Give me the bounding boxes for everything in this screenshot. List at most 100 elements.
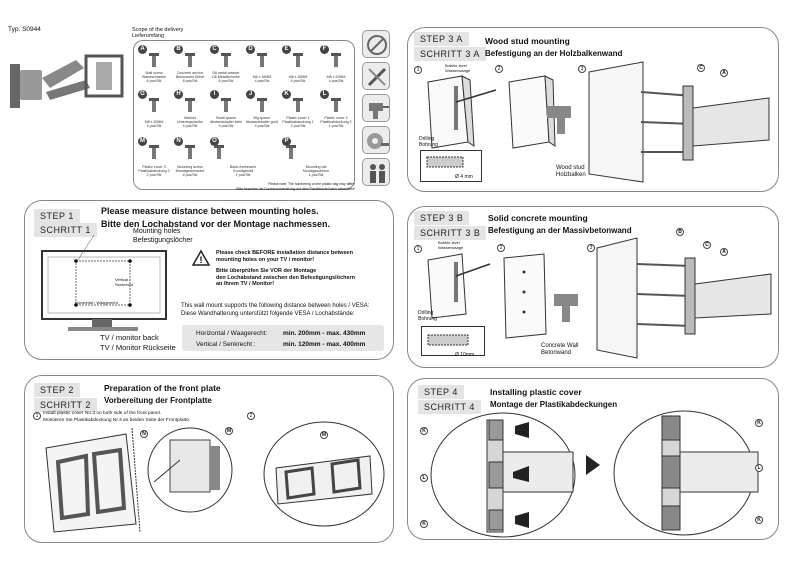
step4-assembled-drawing: [612, 408, 762, 538]
step3b-wall2: [500, 252, 590, 342]
part-i: I Small spacer Abstandshalter klein 4 pcs…: [208, 88, 244, 128]
part-label: Plastic cover 3 Plastikabdeckung 3 2 pcs…: [138, 165, 170, 177]
two-persons-icon: [362, 158, 390, 186]
step3a-callout-a: A: [720, 69, 728, 77]
part-letter: M: [138, 137, 147, 146]
screwdriver-icon: [362, 62, 390, 90]
step3a-num1: 1: [414, 66, 422, 74]
part-letter: O: [210, 137, 219, 146]
part-g: G M8 x 30MM 4 pcs/Stk: [136, 88, 172, 128]
part-letter: I: [210, 90, 219, 99]
part-label: Mounting rail Montageschiene 1 pcs/Stk: [302, 165, 330, 177]
part-label: Basic framework Grundgestell 1 pcs/Stk: [229, 165, 257, 177]
product-image: [6, 40, 126, 120]
vesa-h-label: Horizontal / Waagerecht:: [196, 330, 268, 337]
step3b-tag-de: SCHRITT 3 B: [414, 226, 487, 240]
part-e-icon: [292, 53, 304, 67]
vesa-en: This wall mount supports the following d…: [181, 303, 370, 309]
front-plate-drawing: [36, 427, 146, 536]
part-label: Washer Unterlegscheibe 4 pcs/Stk: [177, 116, 203, 128]
step3b-level: Bubble level Wasserwaage: [438, 240, 464, 250]
step3b-num2: 2: [497, 244, 505, 252]
step4-tag: STEP 4: [418, 385, 464, 399]
part-label: Small spacer Abstandshalter klein 4 pcs/…: [209, 116, 243, 128]
step3b-tag: STEP 3 B: [414, 211, 470, 225]
part-letter: G: [138, 90, 147, 99]
part-j-icon: [256, 98, 268, 112]
part-n-icon: [184, 145, 196, 159]
wrench-icon: [362, 30, 390, 58]
step3a-level: Bubble level Wasserwaage: [445, 63, 471, 73]
part-letter: N: [174, 137, 183, 146]
part-letter: A: [138, 45, 147, 54]
step4-callout-k4: K: [755, 516, 763, 524]
parts-box: [133, 40, 355, 190]
step2-num1: 1: [33, 412, 41, 420]
step4-exploded-drawing: [425, 412, 576, 538]
step3a-title-de: Befestigung an der Holzbalkenwand: [485, 49, 623, 58]
part-label: M8 x 20MM 4 pcs/Stk: [326, 75, 346, 83]
step2-instr-de: Montieren Sie Plastikabdeckung Nr.3 an b…: [43, 418, 191, 423]
part-letter: F: [320, 45, 329, 54]
part-letter: B: [174, 45, 183, 54]
step3a-num2: 2: [495, 65, 503, 73]
step2-num2: 2: [247, 412, 255, 420]
step3a-wall-label: Wood stud Holzbalken: [556, 165, 586, 178]
step3b-callout-c: C: [703, 241, 711, 249]
part-o-icon: [213, 145, 225, 159]
holes-label: Mounting holes: [133, 228, 181, 235]
step4-callout-k2: K: [420, 520, 428, 528]
part-h-icon: [184, 98, 196, 112]
step3b-wall1: [420, 252, 500, 322]
step2-callout-m2: M: [320, 431, 328, 439]
part-label: Plastic cover 1 Plastikabdeckung 1 2 pcs…: [282, 116, 314, 128]
step4-callout-k1: K: [420, 427, 428, 435]
step3a-callout-c: C: [697, 64, 705, 72]
step3b-title: Solid concrete mounting: [488, 213, 588, 223]
step3a-drill-detail: [420, 150, 482, 182]
part-i-icon: [220, 98, 232, 112]
part-o: O Basic framework Grundgestell 1 pcs/Stk: [208, 135, 278, 177]
part-letter: E: [282, 45, 291, 54]
part-label: Mounting screw Montageschraube 4 pcs/Stk: [175, 165, 205, 177]
part-c-icon: [220, 53, 232, 67]
svg-text:!: !: [200, 255, 203, 265]
tv-back-label-de: TV / Monitor Rückseite: [100, 343, 176, 352]
part-p-icon: [285, 145, 297, 159]
step3b-title-de: Befestigung an der Massivbetonwand: [488, 226, 632, 235]
step2-tag-de: SCHRITT 2: [34, 398, 97, 412]
step4-callout-k3: K: [755, 419, 763, 427]
step3a-tag-de: SCHRITT 3 A: [414, 47, 486, 61]
step3b-callout-b: B: [676, 228, 684, 236]
step3a-dim: Ø 4 mm: [455, 174, 473, 180]
part-label: M8 x 30MM 4 pcs/Stk: [144, 120, 164, 128]
step3a-wall3: [583, 61, 773, 187]
part-n: N Mounting screw Montageschraube 4 pcs/St…: [172, 135, 208, 177]
part-letter: C: [210, 45, 219, 54]
step3b-dim: Ø 10mm: [455, 352, 475, 358]
step2-tag: STEP 2: [34, 383, 80, 397]
vesa-de: Diese Wandhalterung unterstützt folgende…: [181, 311, 355, 317]
tv-back-drawing: [38, 234, 173, 340]
step3b-drill-detail: [421, 326, 485, 356]
part-m: M Plastic cover 3 Plastikabdeckung 3 2 pc…: [136, 135, 172, 177]
part-b-icon: [184, 53, 196, 67]
front-plate-detail: [147, 420, 240, 520]
holes-label-de: Befestigungslöcher: [133, 237, 193, 244]
step3b-drilling: Drilling Bohrung: [418, 310, 437, 322]
warn-en: Please check BEFORE installation distanc…: [216, 250, 353, 263]
part-d-icon: [256, 53, 268, 67]
step1-title-de: Bitte den Lochabstand vor der Montage na…: [101, 219, 331, 229]
vesa-h-value: min. 200mm - max. 430mm: [283, 330, 366, 337]
part-label: M6 x 16MM 4 pcs/Stk: [252, 75, 272, 83]
tape-measure-icon: [362, 126, 390, 154]
step3b-wall3: [593, 237, 775, 364]
